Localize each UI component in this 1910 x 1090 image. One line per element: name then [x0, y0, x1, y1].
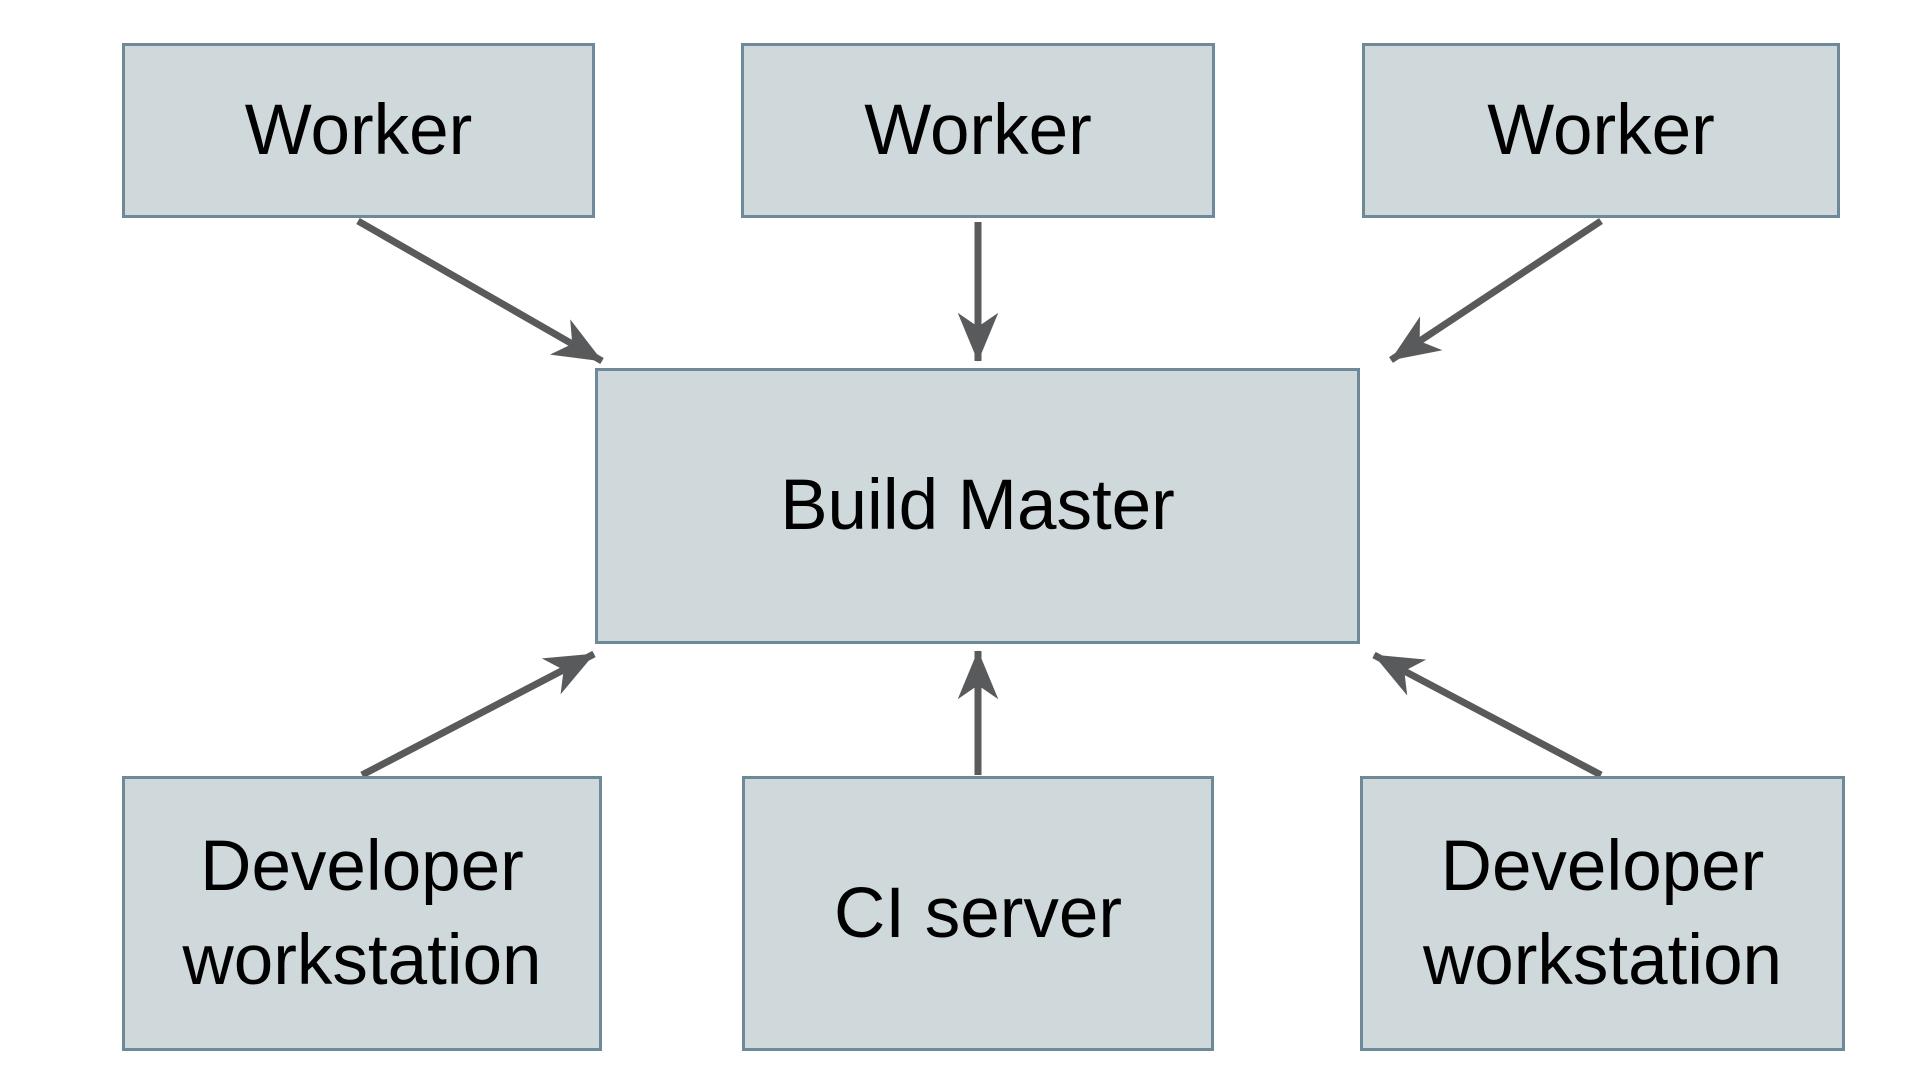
- arrow-worker-3-to-build-master: [1389, 218, 1603, 363]
- arrow-worker-1-to-build-master: [356, 217, 604, 365]
- arrow-developer-workstation-right-to-build-master: [1372, 651, 1603, 779]
- node-developer-workstation-left: Developer workstation: [122, 776, 602, 1051]
- node-developer-workstation-left-label: Developer workstation: [182, 826, 542, 1000]
- node-worker-1: Worker: [122, 43, 595, 218]
- node-worker-1-label: Worker: [244, 90, 473, 170]
- node-developer-workstation-right: Developer workstation: [1360, 776, 1845, 1051]
- node-developer-workstation-right-label: Developer workstation: [1422, 826, 1783, 1000]
- arrow-developer-workstation-left-to-build-master: [360, 650, 596, 779]
- node-worker-3-label: Worker: [1487, 90, 1715, 170]
- node-worker-2: Worker: [741, 43, 1215, 218]
- node-worker-2-label: Worker: [864, 90, 1092, 170]
- node-build-master: Build Master: [595, 368, 1360, 644]
- node-build-master-label: Build Master: [780, 466, 1175, 546]
- node-ci-server-label: CI server: [834, 873, 1122, 953]
- node-ci-server: CI server: [742, 776, 1214, 1051]
- node-worker-3: Worker: [1362, 43, 1840, 218]
